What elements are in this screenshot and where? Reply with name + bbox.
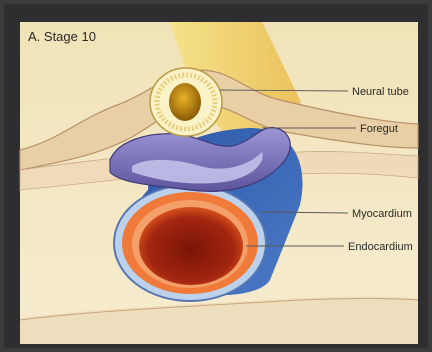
label-endocardium: Endocardium (348, 241, 413, 253)
label-neural-tube: Neural tube (352, 86, 409, 98)
label-foregut: Foregut (360, 123, 398, 135)
endocardium-lumen (139, 207, 243, 285)
label-myocardium: Myocardium (352, 208, 412, 220)
neural-tube-lumen (169, 83, 201, 121)
figure-title: A. Stage 10 (28, 29, 96, 44)
